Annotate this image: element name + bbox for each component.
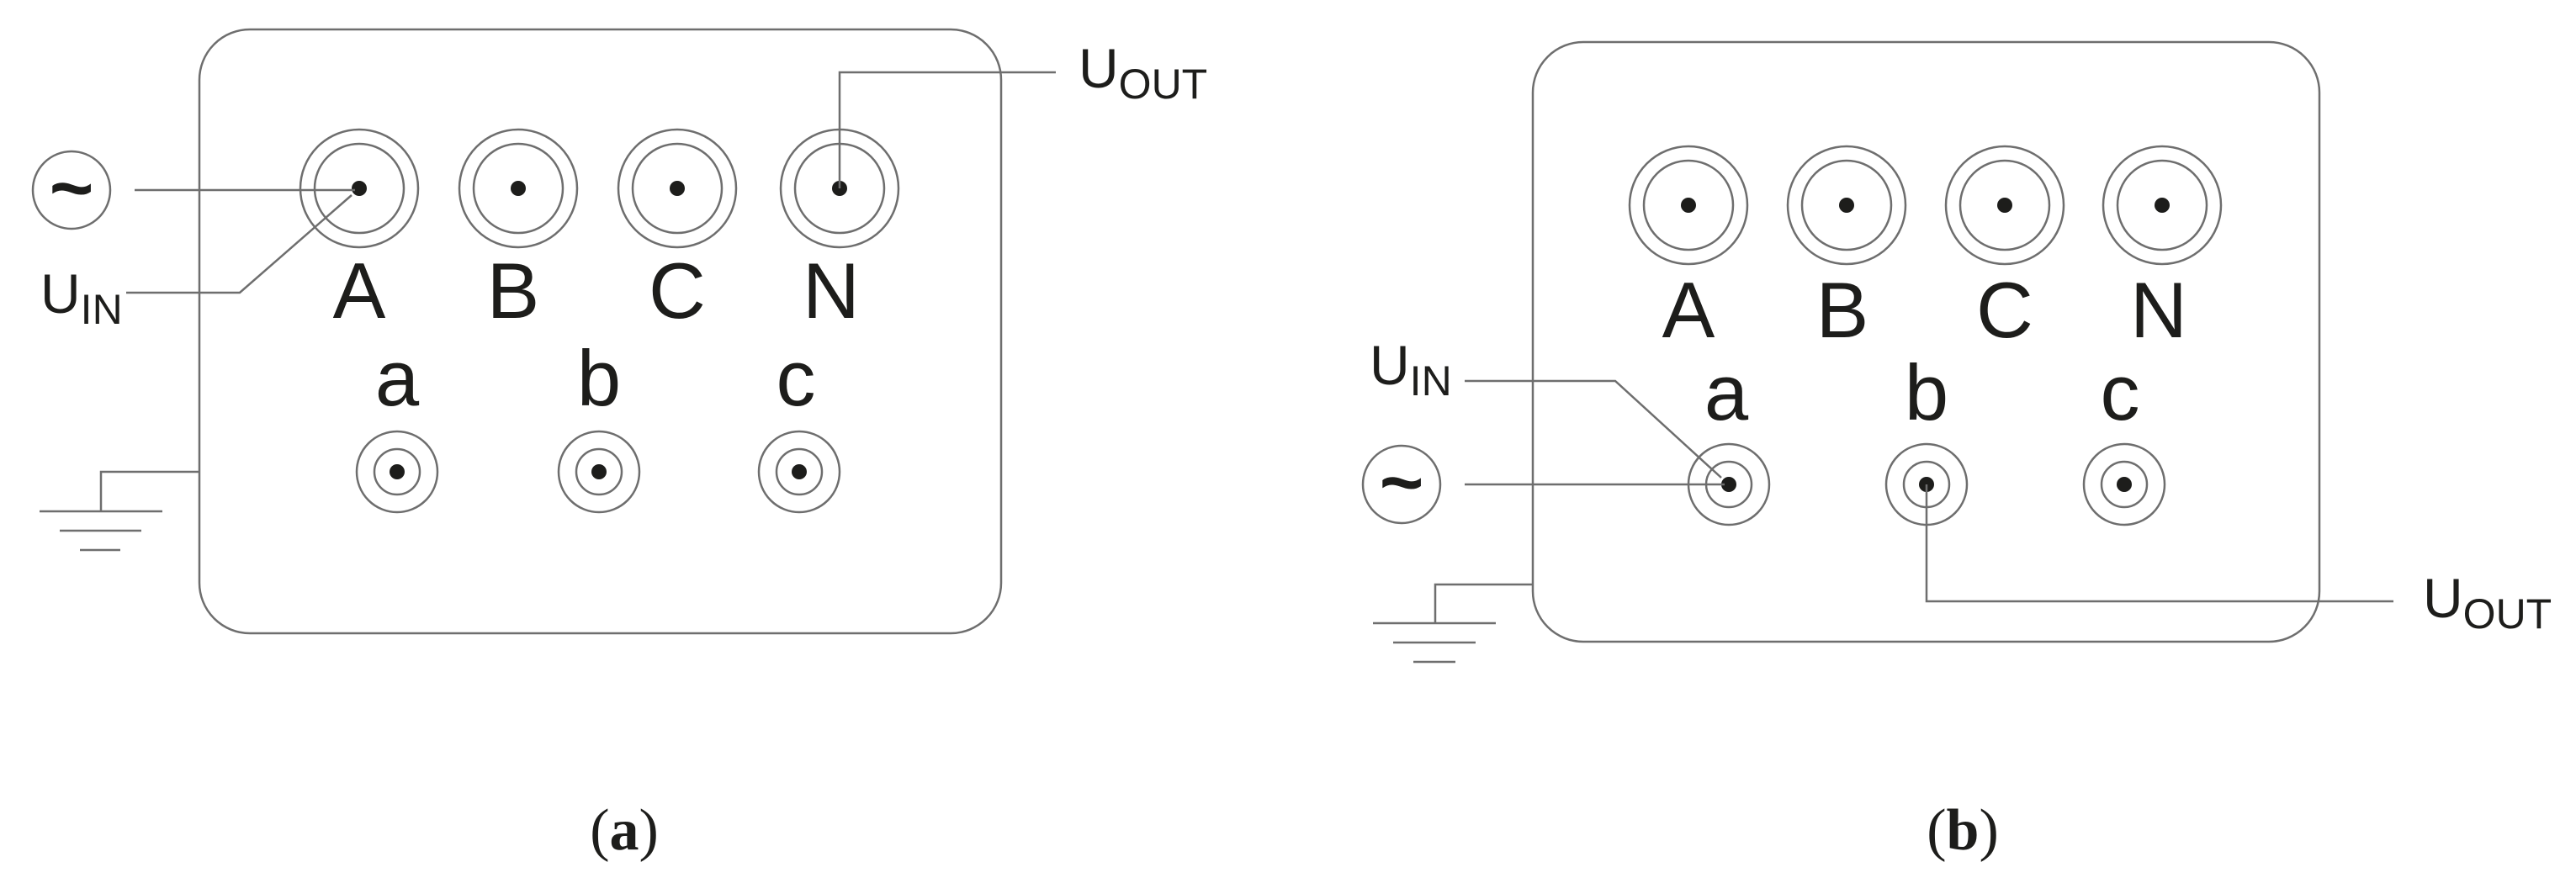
hv-bushing-C <box>1944 145 2065 266</box>
u-out-label-b: UOUT <box>2423 567 2552 637</box>
u-out-leader-a <box>838 71 1056 188</box>
hv-bushing-A <box>1628 145 1749 266</box>
transformer-box-a <box>198 28 1003 635</box>
transformer-box-b <box>1531 40 2321 643</box>
hv-bushing-A <box>299 128 420 249</box>
u-in-label-a: UIN <box>40 262 123 333</box>
hv-label-A: A <box>1662 266 1715 354</box>
lv-label-b: b <box>577 334 621 422</box>
panel-b: A B C N a b c ~ UIN <box>1361 40 2552 863</box>
hv-label-C: C <box>649 246 706 335</box>
u-in-leader-b <box>1465 379 1722 479</box>
hv-label-N: N <box>803 246 860 335</box>
ac-source-icon: ~ <box>31 146 112 230</box>
hv-label-B: B <box>487 246 540 335</box>
lv-label-c: c <box>777 334 816 422</box>
hv-bushing-B <box>458 128 579 249</box>
caption-b: (b) <box>1927 798 1999 863</box>
hv-label-C: C <box>1976 266 2033 354</box>
hv-label-B: B <box>1816 266 1869 354</box>
lv-label-a: a <box>1704 348 1749 436</box>
caption-a: (a) <box>590 798 659 863</box>
lv-label-b: b <box>1905 348 1948 436</box>
hv-label-N: N <box>2130 266 2187 354</box>
lv-bushing-c <box>2082 442 2166 526</box>
lv-bushing-c <box>757 430 841 514</box>
svg-text:~: ~ <box>50 146 94 230</box>
ac-source-icon: ~ <box>1361 441 1442 525</box>
lv-bushing-b <box>557 430 641 514</box>
u-out-label-a: UOUT <box>1079 37 1207 108</box>
lv-label-a: a <box>375 334 420 422</box>
ground-icon <box>40 470 199 552</box>
hv-bushing-C <box>617 128 738 249</box>
panel-a: A B C N a b c ~ UIN <box>31 28 1207 863</box>
lv-bushing-a <box>355 430 439 514</box>
u-out-leader-b <box>1925 484 2393 603</box>
hv-bushing-B <box>1786 145 1907 266</box>
hv-label-A: A <box>333 246 386 335</box>
u-in-label-b: UIN <box>1370 334 1452 405</box>
hv-bushing-N <box>2102 145 2223 266</box>
u-in-leader-a <box>126 194 352 294</box>
svg-text:~: ~ <box>1380 441 1424 525</box>
lv-label-c: c <box>2101 348 2140 436</box>
ground-icon <box>1373 583 1533 664</box>
